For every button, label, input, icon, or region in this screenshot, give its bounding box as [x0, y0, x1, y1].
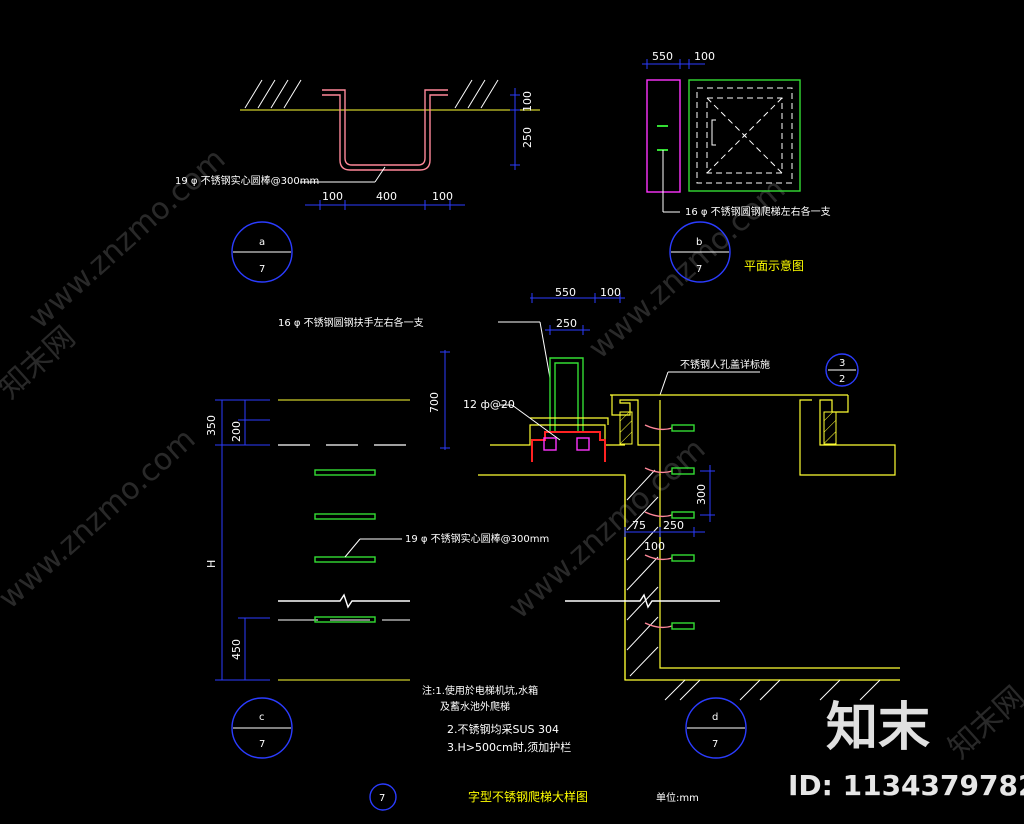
dim-75: 75	[632, 519, 646, 532]
dim-250: 250	[521, 127, 534, 148]
footer: 7 字型不锈钢爬梯大样图 单位:mm	[369, 783, 699, 811]
dim-250: 250	[663, 519, 684, 532]
sheet-number-bubble	[369, 783, 397, 811]
bubble-number: 7	[259, 739, 265, 750]
plan-title: 平面示意图	[744, 258, 804, 273]
hatch-right	[454, 79, 499, 109]
watermark-site: www.znzmo.com	[22, 142, 232, 336]
bubble-number: 7	[712, 739, 718, 750]
hatch-left	[244, 79, 302, 109]
manhole-cover	[696, 87, 793, 184]
detail-bubble-a: a 7	[231, 221, 293, 283]
rail-label-b: 16 φ 不锈钢圆钢爬梯左右各一支	[685, 205, 831, 218]
rung	[314, 469, 376, 476]
detail-a: 100 250 100 400 100 19 φ 不锈钢实心圆棒@300mm a…	[175, 79, 540, 283]
dim-100: 100	[644, 540, 665, 553]
rung	[314, 513, 376, 520]
bubble-letter: c	[259, 712, 265, 723]
watermark-site: www.znzmo.com	[0, 422, 202, 616]
dim-200: 200	[230, 421, 243, 442]
shaft-outline	[688, 79, 801, 192]
detail-d: 不锈钢人孔盖详标施 3 2	[478, 353, 900, 759]
ref-top: 3	[839, 358, 845, 369]
ref-bubble: 3 2	[825, 353, 859, 387]
dim-700: 700	[428, 392, 441, 413]
break-line	[278, 593, 410, 609]
ref-bottom: 2	[839, 374, 845, 385]
dim-450: 450	[230, 639, 243, 660]
brand-watermark: 知末 ID: 1134379782	[788, 698, 1024, 802]
bubble-letter: b	[696, 237, 702, 248]
detail-bubble-b: b 7	[669, 221, 731, 283]
dim-400: 400	[376, 190, 397, 203]
detail-c: 16 φ 不锈钢圆钢扶手左右各一支 550 100 250 700 12 ф@2…	[205, 286, 625, 759]
dim-350: 350	[205, 415, 218, 436]
cover-label: 不锈钢人孔盖详标施	[680, 358, 770, 371]
dim-100-top: 100	[521, 91, 534, 112]
dim-h: H	[205, 560, 218, 568]
dim-100: 100	[694, 50, 715, 63]
wall-rungs	[644, 424, 695, 630]
drawing-title: 字型不锈钢爬梯大样图	[468, 789, 588, 804]
rung-label-a: 19 φ 不锈钢实心圆棒@300mm	[175, 174, 319, 187]
note-line-3: 3.H>500cm时,须加护栏	[447, 740, 571, 754]
handrail-label: 16 φ 不锈钢圆钢扶手左右各一支	[278, 316, 424, 329]
notes: 注:1.使用於电梯机坑,水箱 及蓄水池外爬梯 2.不锈钢均采SUS 304 3.…	[422, 684, 571, 754]
detail-b: 550 100 16 φ 不锈钢圆钢爬梯左右各一支 b 7 平面示意图	[642, 50, 831, 283]
cover-frame-right	[799, 395, 896, 476]
bubble-number: 7	[696, 264, 702, 275]
wall-inner	[659, 400, 900, 669]
dim-100-right: 100	[432, 190, 453, 203]
detail-bubble-d: d 7	[685, 697, 747, 759]
sheet-number: 7	[379, 793, 385, 804]
rung	[314, 556, 376, 563]
note-line-1b: 及蓄水池外爬梯	[440, 700, 510, 713]
note-line-2: 2.不锈钢均采SUS 304	[447, 723, 559, 736]
watermark-site-cn: 知末网	[942, 680, 1024, 766]
dim-100-left: 100	[322, 190, 343, 203]
dim-550: 550	[652, 50, 673, 63]
rung-label-c: 19 φ 不锈钢实心圆棒@300mm	[405, 532, 549, 545]
brand-logo-text: 知末	[826, 698, 930, 758]
rung	[314, 616, 376, 623]
u-rung-outer	[322, 89, 448, 166]
anchor-bracket	[531, 431, 606, 462]
bubble-letter: a	[259, 237, 265, 248]
handrail-outer	[549, 357, 584, 432]
bubble-letter: d	[712, 712, 718, 723]
u-rung-inner	[322, 94, 448, 171]
detail-bubble-c: c 7	[231, 697, 293, 759]
floor-hatch	[664, 679, 881, 701]
bubble-number: 7	[259, 264, 265, 275]
id-text: ID: 1134379782	[788, 769, 1024, 802]
dim-300: 300	[695, 484, 708, 505]
bolt-label: 12 ф@20	[463, 398, 515, 411]
handrail-inner	[554, 362, 579, 432]
cover-frame-left	[611, 395, 660, 446]
dim-550: 550	[555, 286, 576, 299]
watermark-layer: www.znzmo.com www.znzmo.com www.znzmo.co…	[0, 142, 1024, 766]
note-line-1: 注:1.使用於电梯机坑,水箱	[422, 684, 538, 697]
dim-250-top: 250	[556, 317, 577, 330]
unit-label: 单位:mm	[656, 791, 699, 804]
dim-100: 100	[600, 286, 621, 299]
